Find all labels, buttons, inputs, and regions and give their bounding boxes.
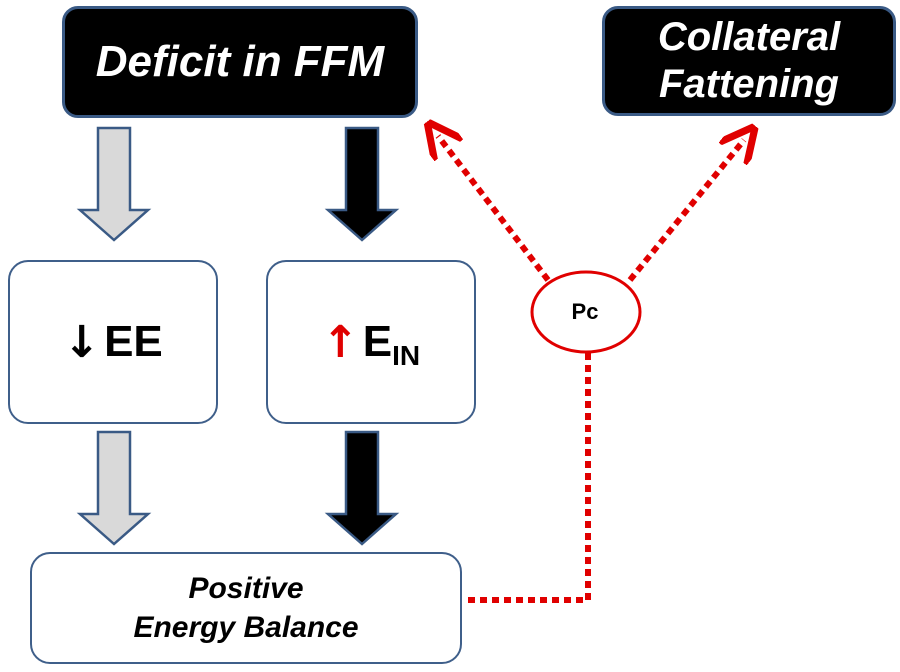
collateral-line1: Collateral <box>657 14 841 59</box>
pc-node-label: Pc <box>571 299 599 324</box>
black-arrow-ein-to-peb <box>324 430 400 546</box>
gray-arrow-ee-to-peb <box>76 430 152 546</box>
deficit-ffm-box: Deficit in FFM <box>62 6 418 118</box>
dotted-line-peb-to-pc <box>468 352 591 603</box>
ee-box: ↓ EE <box>8 260 218 424</box>
up-arrow-icon: ↑ <box>321 316 359 368</box>
ee-label: EE <box>104 317 163 366</box>
gray-arrow-ffm-to-ee <box>76 126 152 242</box>
dotted-arrow-pc-to-collateral <box>627 140 744 282</box>
pc-node-circle <box>530 270 642 354</box>
collateral-line2: Fattening <box>659 62 839 106</box>
deficit-ffm-label: Deficit in FFM <box>95 37 385 86</box>
ein-subscript: IN <box>392 340 421 371</box>
down-arrow-icon: ↓ <box>63 316 101 368</box>
peb-line1: Positive <box>188 572 304 605</box>
collateral-fattening-box: Collateral Fattening <box>602 6 896 116</box>
peb-line2: Energy Balance <box>133 611 359 644</box>
black-arrow-ffm-to-ein <box>324 126 400 242</box>
ein-label: E <box>362 317 393 366</box>
positive-energy-balance-box: Positive Energy Balance <box>30 552 462 664</box>
dotted-arrow-pc-to-ffm <box>438 136 551 282</box>
